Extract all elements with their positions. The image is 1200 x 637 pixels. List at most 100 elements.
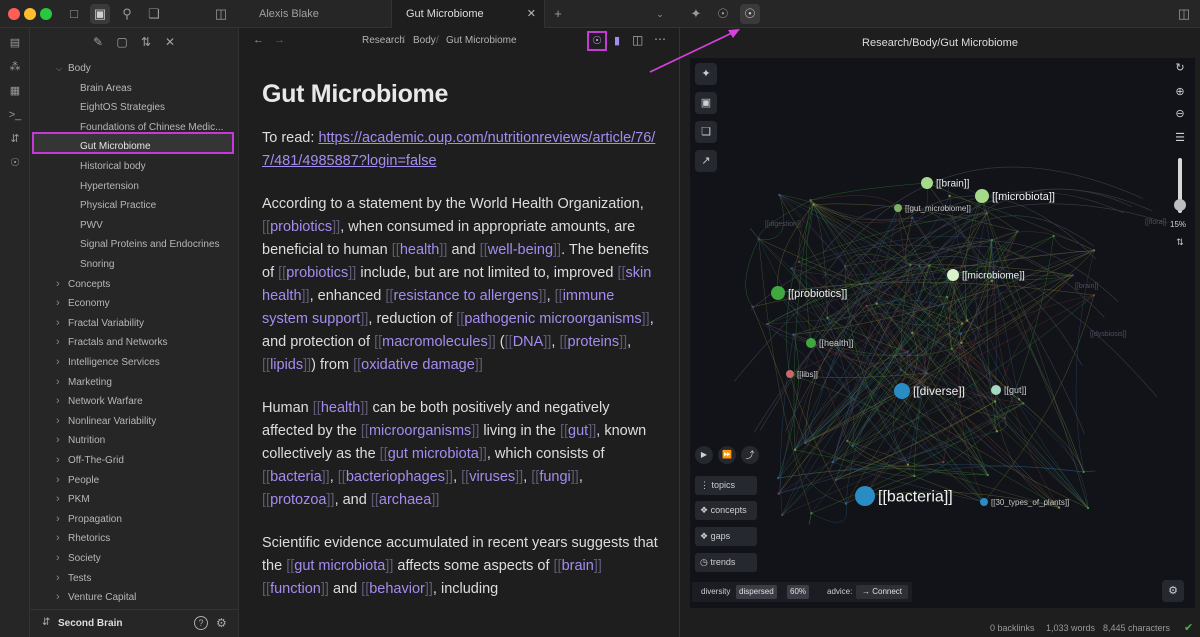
more-options-icon[interactable]: ⋯	[654, 32, 666, 46]
settings-icon[interactable]: ⚙	[216, 616, 227, 630]
chevron-right-icon[interactable]: ›	[56, 552, 60, 564]
wikilink[interactable]: well-being	[487, 242, 554, 258]
graph-minor-node[interactable]	[834, 478, 838, 481]
wikilink[interactable]: gut microbiota	[294, 558, 386, 574]
wikilink[interactable]: probiotics	[270, 219, 333, 235]
graph-node[interactable]	[975, 189, 989, 203]
sidebar-item[interactable]: Gut Microbiome	[80, 141, 151, 153]
sidebar-item[interactable]: Foundations of Chinese Medic...	[80, 121, 224, 133]
graph-minor-node[interactable]	[1016, 230, 1019, 233]
zoom-in-icon[interactable]: ⊕	[1175, 86, 1185, 98]
sync-status-icon[interactable]: ✔	[1184, 622, 1194, 634]
graph-minor-node[interactable]	[810, 512, 813, 515]
diversity-percent[interactable]: 60%	[787, 585, 810, 599]
chevron-right-icon[interactable]: ›	[56, 414, 60, 427]
sidebar-item[interactable]: Signal Proteins and Endocrines	[80, 239, 220, 251]
graph-minor-node[interactable]	[1052, 234, 1055, 238]
graph-active-icon[interactable]: ☉	[740, 4, 760, 24]
sidebar-item[interactable]: ⌵Body	[56, 59, 91, 78]
chevron-right-icon[interactable]: ›	[56, 571, 60, 584]
graph-minor-node[interactable]	[826, 316, 829, 320]
chevron-right-icon[interactable]: ›	[56, 316, 60, 329]
sort-icon[interactable]: ⇵	[10, 133, 20, 145]
graph-node[interactable]	[894, 383, 910, 399]
sidebar-item[interactable]: Historical body	[80, 161, 146, 172]
search-icon[interactable]: ⚲	[122, 6, 132, 21]
graph-minor-node[interactable]	[797, 260, 801, 264]
graph-minor-node[interactable]	[846, 439, 849, 443]
wikilink[interactable]: pathogenic microorganisms	[464, 311, 642, 327]
sidebar-item[interactable]: ›Venture Capital	[56, 588, 136, 607]
graph-minor-node[interactable]	[985, 212, 988, 215]
graph-minor-node[interactable]	[960, 341, 963, 344]
tab-gut-microbiome[interactable]: Gut Microbiome ✕	[391, 0, 545, 28]
graph-minor-node[interactable]	[906, 350, 909, 353]
sidebar-item[interactable]: ›Network Warfare	[56, 392, 143, 411]
graph-minor-node[interactable]	[911, 331, 914, 335]
maximize-window-button[interactable]	[40, 8, 52, 20]
graph-minor-node[interactable]	[995, 430, 999, 433]
graph-minor-node[interactable]	[875, 302, 878, 305]
graph-node-label[interactable]: [[diverse]]	[913, 384, 965, 398]
sidebar-item[interactable]: ›Marketing	[56, 373, 112, 392]
gaps-button[interactable]: ❖ gaps	[695, 527, 757, 546]
zoom-slider-handle[interactable]	[1174, 198, 1186, 211]
graph-minor-node[interactable]	[960, 322, 964, 325]
graph-node-label[interactable]: [[brain]]	[936, 179, 970, 190]
sparkle-icon[interactable]: ✦	[695, 63, 717, 85]
document-icon[interactable]: ▤	[9, 37, 21, 49]
sidebar-item[interactable]: ›Off-The-Grid	[56, 451, 124, 470]
chevron-right-icon[interactable]: ›	[56, 512, 60, 525]
graph-node-label[interactable]: [[gut_microbiome]]	[905, 204, 971, 213]
graph-minor-node[interactable]	[777, 492, 780, 495]
backlinks-count[interactable]: 0 backlinks	[990, 623, 1035, 633]
editor-content[interactable]: Gut Microbiome To read: https://academic…	[262, 80, 662, 621]
trends-button[interactable]: ◷ trends	[695, 553, 757, 572]
collapse-all-icon[interactable]: ✕	[164, 35, 176, 49]
breadcrumb-item[interactable]: Research	[362, 35, 405, 46]
graph-minor-node[interactable]	[757, 237, 760, 241]
wikilink[interactable]: proteins	[567, 334, 620, 350]
graph-minor-node[interactable]	[1057, 506, 1061, 509]
graph-minor-node[interactable]	[908, 353, 911, 357]
terminal-icon[interactable]: >_	[8, 109, 22, 121]
sort-icon[interactable]: ⇅	[1176, 237, 1184, 247]
fast-forward-icon[interactable]: ⏩	[718, 446, 736, 464]
tab-alexis-blake[interactable]: Alexis Blake	[245, 0, 390, 28]
wikilink[interactable]: DNA	[512, 334, 544, 350]
sidebar-item[interactable]: ›Tests	[56, 569, 91, 588]
breadcrumb-item[interactable]: Gut Microbiome	[446, 35, 517, 46]
chevron-right-icon[interactable]: ›	[56, 395, 60, 408]
wikilink[interactable]: resistance to allergens	[393, 288, 539, 304]
wikilink[interactable]: behavior	[369, 581, 425, 597]
graph-minor-node[interactable]	[765, 322, 769, 326]
graph-minor-node[interactable]	[809, 199, 812, 202]
sidebar-item[interactable]: PWV	[80, 219, 103, 231]
graph-minor-node[interactable]	[948, 194, 951, 198]
forward-arrow-icon[interactable]: →	[274, 34, 285, 46]
graph-node[interactable]	[947, 269, 959, 281]
new-note-icon[interactable]: ✎	[92, 35, 104, 49]
graph-minor-node[interactable]	[1092, 294, 1096, 297]
plugin-icon[interactable]: ✦	[690, 6, 702, 21]
graph-node[interactable]	[806, 338, 816, 348]
sidebar-item[interactable]: Hypertension	[80, 180, 139, 192]
wikilink[interactable]: health	[399, 242, 440, 258]
zoom-slider[interactable]	[1178, 158, 1182, 213]
graph-minor-node[interactable]	[990, 238, 994, 242]
graph-minor-node[interactable]	[965, 319, 969, 322]
sidebar-item[interactable]: Snoring	[80, 259, 115, 270]
sidebar-item[interactable]: Brain Areas	[80, 82, 132, 94]
graph-view[interactable]: [[brain]][[dysbiosis]][[flora]][[digesti…	[690, 58, 1195, 608]
advice-button[interactable]: → Connect	[856, 585, 909, 599]
graph-minor-node[interactable]	[910, 216, 914, 219]
sidebar-item[interactable]: ›Society	[56, 549, 101, 568]
graph-minor-node[interactable]	[990, 279, 994, 282]
graph-minor-node[interactable]	[1017, 398, 1021, 401]
graph-minor-node[interactable]	[918, 264, 921, 268]
graph-node[interactable]	[786, 370, 794, 378]
chevron-down-icon[interactable]: ⌵	[56, 64, 63, 73]
graph-minor-node[interactable]	[793, 448, 797, 451]
graph-minor-node[interactable]	[1071, 274, 1074, 277]
chevron-right-icon[interactable]: ›	[56, 473, 60, 486]
